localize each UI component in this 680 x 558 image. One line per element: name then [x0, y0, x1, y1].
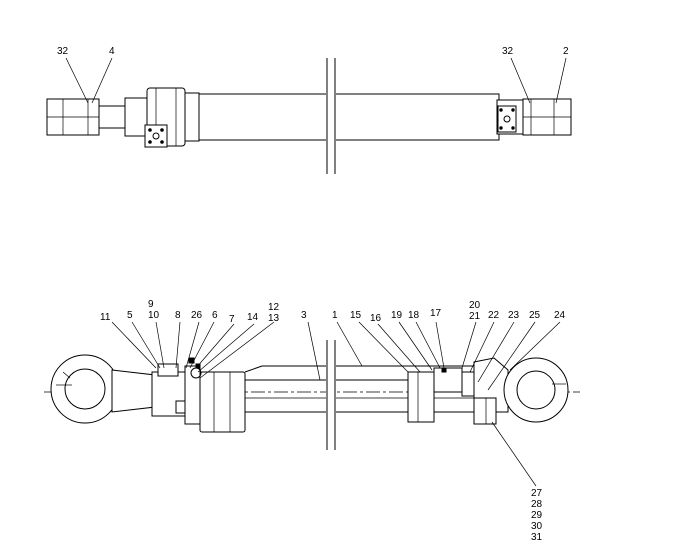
callout-11: 11	[100, 312, 111, 323]
callout-29: 29	[531, 510, 543, 521]
callout-1: 1	[332, 310, 338, 321]
callout-12: 12	[268, 302, 280, 313]
callout-27: 27	[531, 488, 543, 499]
callout-22: 22	[488, 310, 500, 321]
callout-15: 15	[350, 310, 362, 321]
callout-top-2: 2	[563, 46, 569, 57]
head-section	[199, 371, 246, 433]
section-view-leaders	[111, 321, 561, 487]
callout-10: 10	[148, 310, 160, 321]
callout-30: 30	[531, 521, 543, 532]
callout-3: 3	[301, 310, 307, 321]
top-view-leaders	[65, 57, 567, 104]
callout-26: 26	[191, 310, 203, 321]
callout-24: 24	[554, 310, 566, 321]
callout-18: 18	[408, 310, 420, 321]
rod-eye-right	[503, 357, 569, 423]
callout-top-32-left: 32	[57, 46, 69, 57]
callout-6: 6	[212, 310, 218, 321]
callout-17: 17	[430, 308, 442, 319]
callout-16: 16	[370, 313, 382, 324]
callout-23: 23	[508, 310, 520, 321]
section-view-cylinder	[44, 340, 580, 450]
piston	[407, 371, 435, 423]
callout-7: 7	[229, 314, 235, 325]
barrel	[198, 93, 500, 141]
top-view-cylinder	[46, 58, 572, 174]
callout-25: 25	[529, 310, 541, 321]
port-block-left	[144, 124, 168, 148]
rod-eye-left	[50, 354, 120, 424]
callout-9: 9	[148, 299, 154, 310]
callout-5: 5	[127, 310, 133, 321]
callout-21: 21	[469, 311, 481, 322]
callout-13: 13	[268, 313, 280, 324]
callout-8: 8	[175, 310, 181, 321]
callout-28: 28	[531, 499, 543, 510]
port-block-right	[497, 105, 517, 133]
callout-top-4: 4	[109, 46, 115, 57]
callout-19: 19	[391, 310, 403, 321]
callout-top-32-right: 32	[502, 46, 514, 57]
callout-31: 31	[531, 532, 543, 543]
callout-20: 20	[469, 300, 481, 311]
callout-14: 14	[247, 312, 259, 323]
